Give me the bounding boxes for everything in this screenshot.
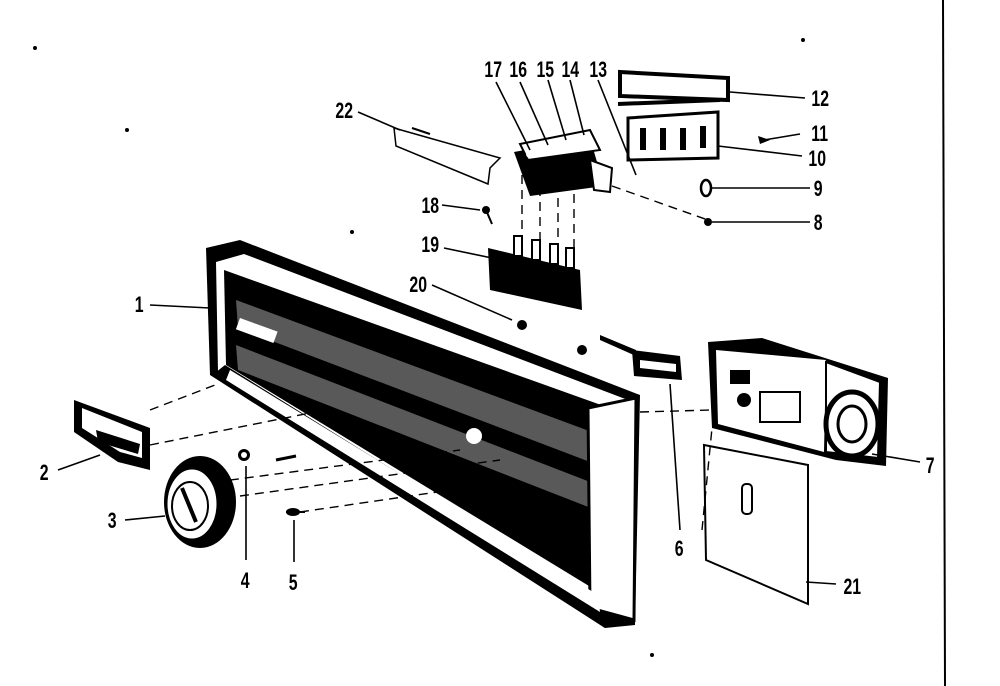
knob-cap	[238, 449, 250, 461]
label-strip	[618, 69, 730, 103]
callout-6: 6	[675, 538, 684, 562]
callout-21: 21	[843, 576, 861, 600]
callout-13: 13	[589, 59, 607, 83]
callout-1: 1	[135, 294, 144, 318]
small-bead	[704, 218, 712, 226]
callout-10: 10	[808, 148, 826, 172]
callout-11: 11	[811, 123, 828, 147]
callout-labels: 1 2 3 4 5 6 7 8 9 10 11 12 13 14 15 16 1…	[40, 59, 935, 600]
timer-motor	[708, 338, 888, 466]
screw-loose	[275, 454, 297, 462]
callout-7: 7	[926, 455, 935, 479]
page-border-line	[942, 0, 946, 686]
console-panel	[206, 240, 640, 628]
callout-17: 17	[484, 59, 502, 83]
callout-19: 19	[421, 234, 439, 258]
screw-18	[482, 206, 493, 225]
plug-connector	[600, 335, 682, 380]
callout-18: 18	[421, 195, 439, 219]
leader-lines	[57, 79, 921, 585]
callout-20: 20	[409, 274, 427, 298]
callout-15: 15	[536, 59, 554, 83]
door-handle	[74, 400, 150, 470]
callout-2: 2	[40, 462, 49, 486]
scan-specks	[33, 38, 805, 657]
panel-screws	[517, 320, 587, 355]
assembly-lines	[149, 164, 713, 531]
callout-16: 16	[509, 59, 527, 83]
switch-bracket	[617, 98, 721, 162]
callout-9: 9	[814, 178, 823, 202]
callout-12: 12	[811, 88, 829, 112]
callout-22: 22	[335, 100, 353, 124]
control-knob	[164, 456, 236, 548]
callout-8: 8	[814, 212, 823, 236]
bracket-22	[393, 126, 502, 186]
callout-4: 4	[241, 570, 250, 594]
callout-14: 14	[561, 59, 579, 83]
mounting-plate	[702, 443, 809, 606]
callout-5: 5	[289, 572, 298, 596]
switch-base	[488, 235, 582, 310]
callout-3: 3	[108, 510, 117, 534]
clip	[699, 178, 713, 198]
switch-block	[514, 128, 614, 196]
